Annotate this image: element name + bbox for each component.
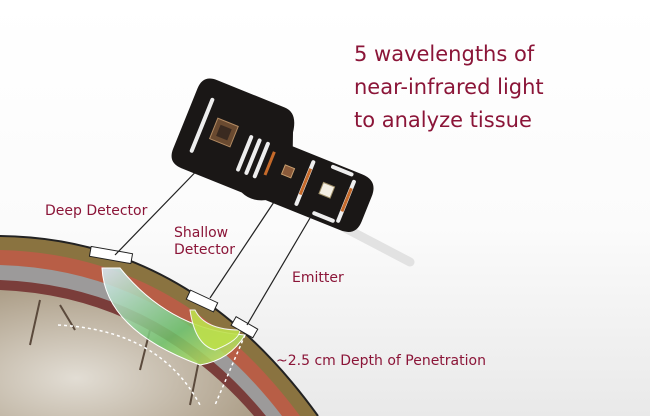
- headline-line-3: to analyze tissue: [354, 108, 532, 132]
- headline-line-2: near-infrared light: [354, 75, 544, 99]
- depth-label: ~2.5 cm Depth of Penetration: [276, 353, 486, 369]
- sensor-cable: [340, 223, 415, 267]
- shallow-detector-chip: [280, 164, 296, 179]
- deep-detector-label: Deep Detector: [45, 203, 148, 219]
- emitter-dotted-line: [214, 334, 246, 406]
- brain-tissue: [0, 290, 254, 416]
- skin-surface: [0, 235, 319, 416]
- headline-line-1: 5 wavelengths of: [354, 42, 535, 66]
- nirs-sensor-device: [171, 78, 374, 232]
- headline: 5 wavelengths of near-infrared light to …: [354, 38, 544, 137]
- emitter-label: Emitter: [292, 270, 344, 286]
- emitter-chip: [318, 181, 336, 199]
- shallow-detector-label-line-1: Shallow: [174, 225, 229, 241]
- shallow-detector-label: Shallow Detector: [174, 225, 235, 259]
- emitter-pad: [230, 315, 259, 339]
- depth-dotted-line: [57, 324, 201, 406]
- head-cross-section: [0, 235, 319, 416]
- brain-folds: [29, 299, 201, 406]
- shallow-detector-pad: [185, 289, 219, 313]
- shallow-detector-label-line-2: Detector: [174, 242, 236, 258]
- deep-detector-pad: [88, 245, 134, 265]
- shallow-light-path: [189, 309, 241, 351]
